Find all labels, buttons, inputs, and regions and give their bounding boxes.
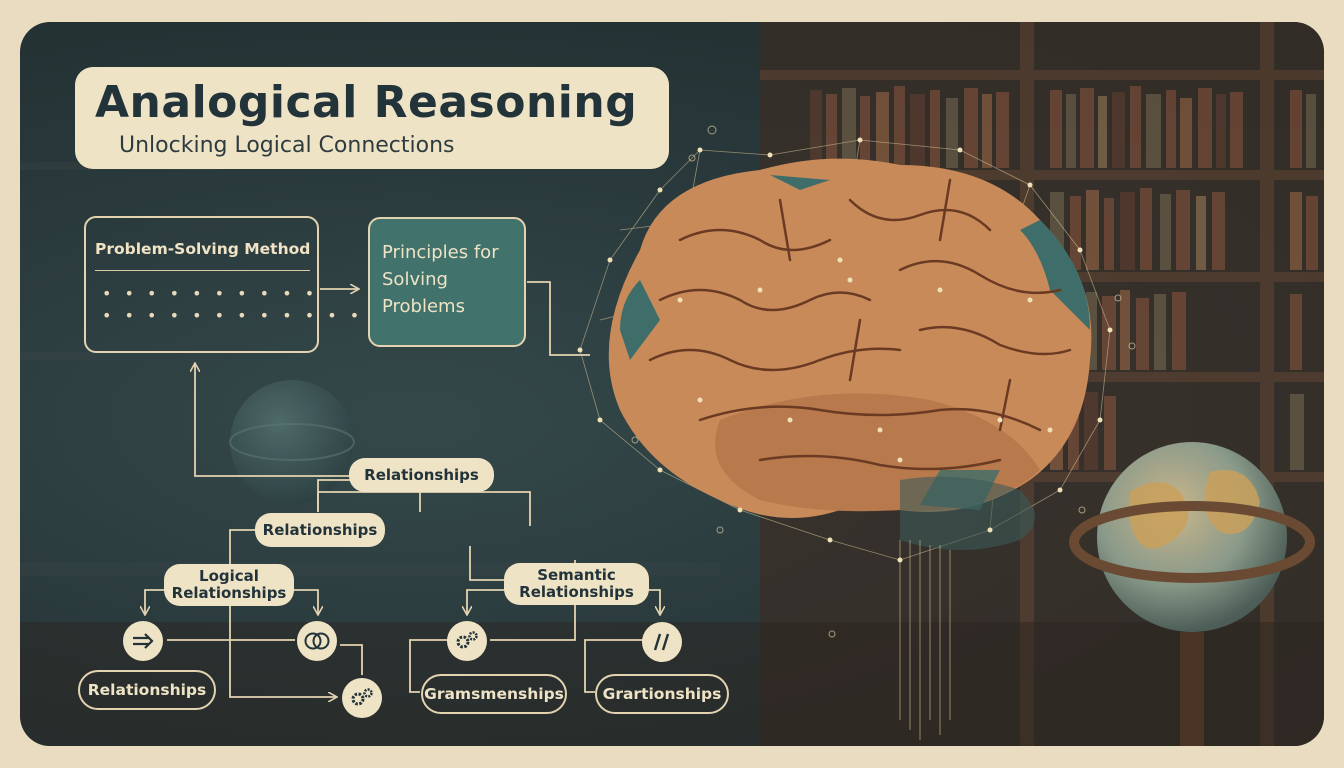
title-card: Analogical Reasoning Unlocking Logical C… (75, 67, 669, 169)
relationships-node: Relationships (255, 513, 385, 547)
page-title: Analogical Reasoning (95, 77, 638, 128)
method-divider (95, 270, 310, 271)
left-globe (229, 380, 355, 504)
root-to-level2-lines (317, 492, 421, 512)
page-subtitle: Unlocking Logical Connections (119, 133, 455, 158)
interlocking-rings-icon (297, 621, 337, 661)
parallel-lines-icon (642, 622, 682, 662)
logical-relationships-node: Logical Relationships (164, 564, 294, 606)
semantic-relationships-node: Semantic Relationships (504, 563, 649, 605)
principles-to-brain-line (527, 281, 590, 356)
problem-solving-method-box: Problem-Solving Method • • • • • • • • •… (84, 216, 359, 353)
method-dots-row-1: • • • • • • • • • • (102, 284, 319, 303)
double-arrow-icon (123, 621, 163, 661)
leaf-grartionships-node: Grartionships (595, 674, 729, 714)
gears-icon (342, 678, 382, 718)
principles-label: Principles for Solving Problems (382, 242, 499, 317)
poster-frame (20, 22, 1324, 746)
brain-illustration (577, 125, 1136, 740)
brain-body (608, 158, 1092, 740)
method-title: Problem-Solving Method (95, 240, 311, 258)
root-relationships-node: Relationships (349, 458, 494, 492)
method-dots-row-2: • • • • • • • • • • • • (102, 306, 364, 325)
gears-icon (447, 621, 487, 661)
principles-box: Principles for Solving Problems (368, 217, 526, 347)
leaf-relationships-node: Relationships (78, 670, 216, 710)
leaf-gramsmenships-node: Gramsmenships (421, 674, 567, 714)
right-globe (1069, 442, 1315, 746)
root-to-method-arrow (195, 364, 350, 477)
